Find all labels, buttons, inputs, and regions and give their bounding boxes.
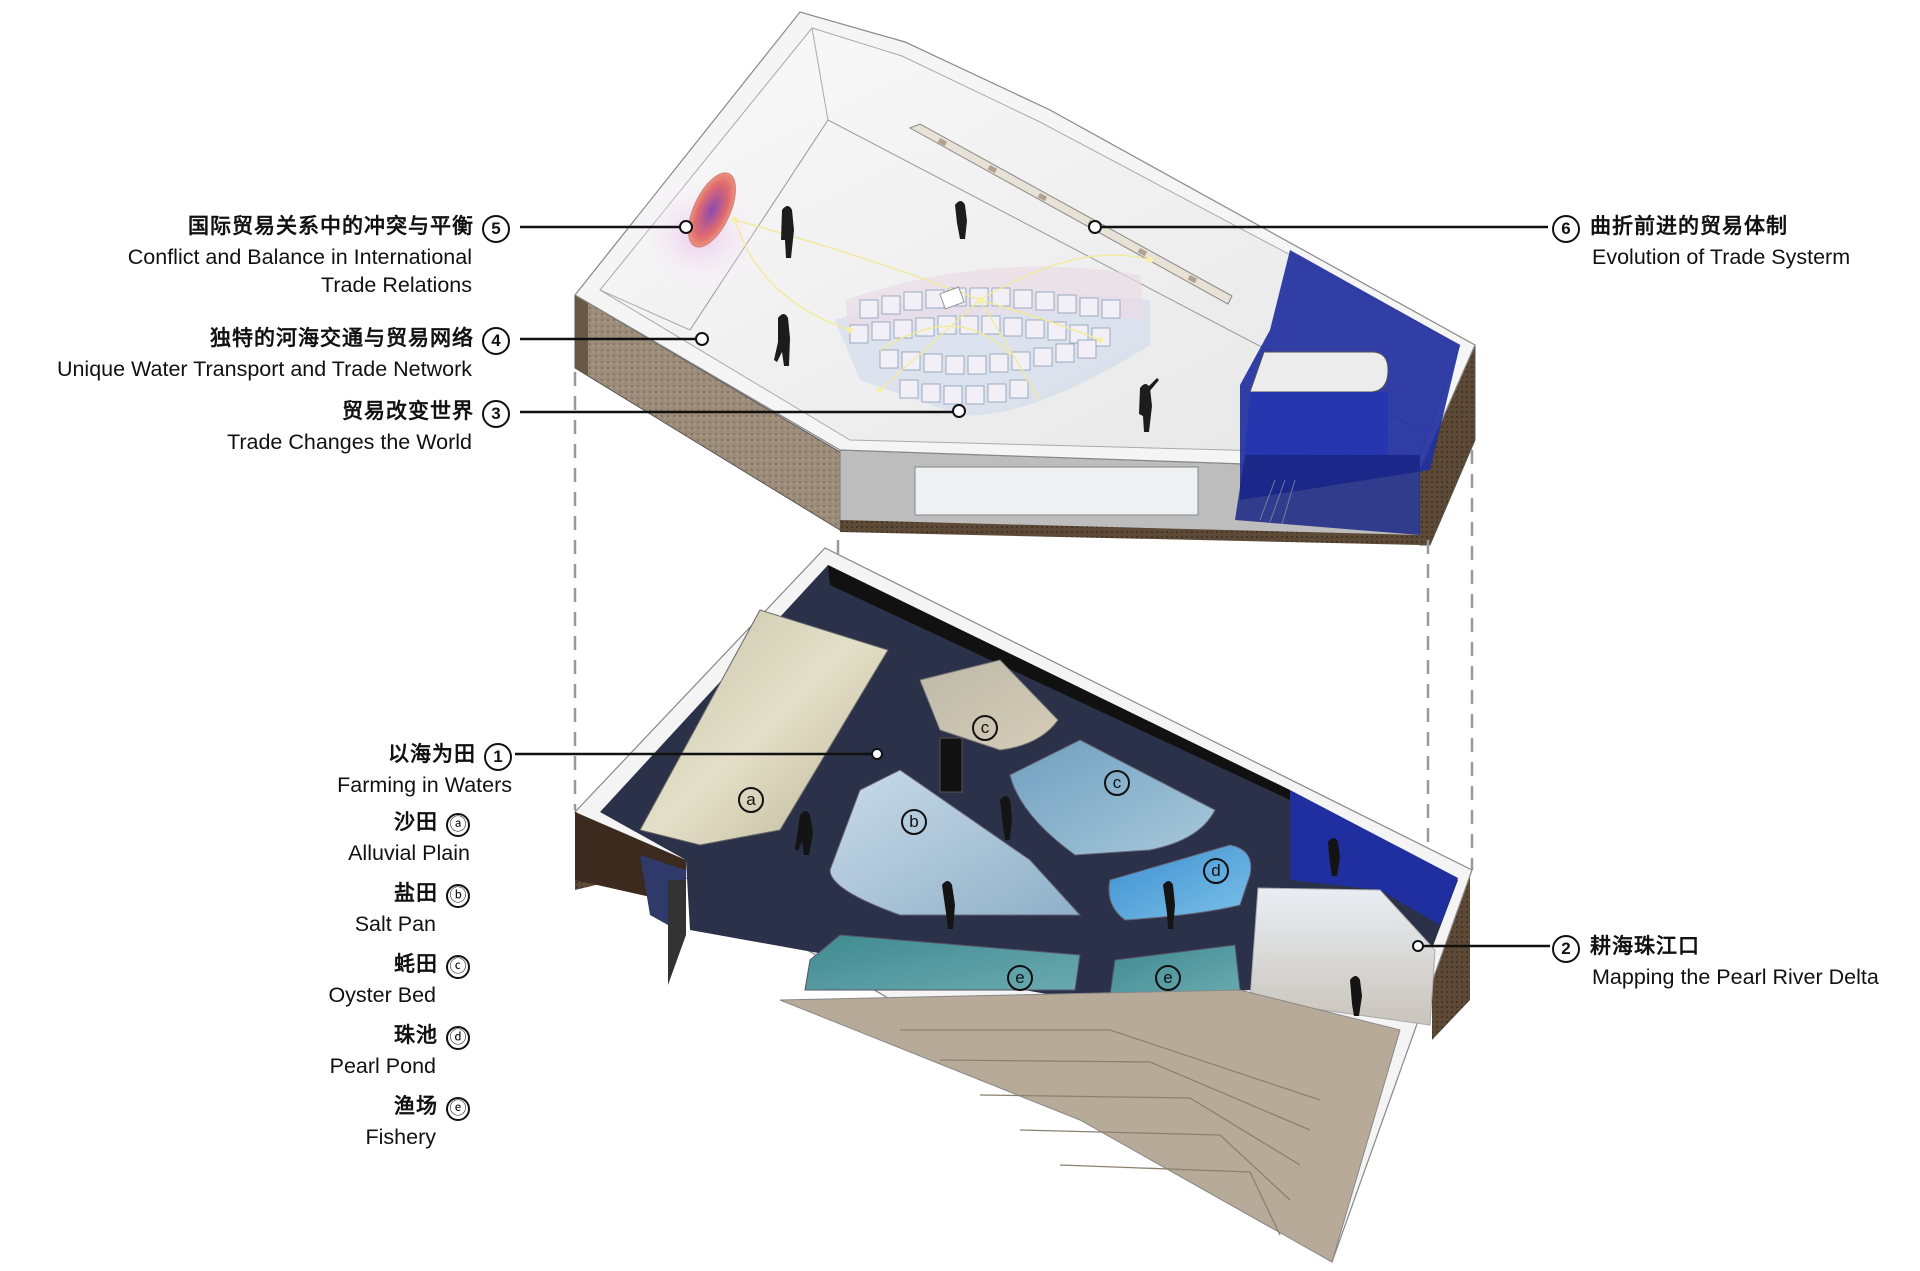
annotation-2-en: Mapping the Pearl River Delta <box>1592 965 1879 989</box>
annotation-5-zh: 国际贸易关系中的冲突与平衡 <box>188 214 474 238</box>
annotation-3: 贸易改变世界 3 Trade Changes the World <box>227 397 510 456</box>
legend-d-zh: 珠池 <box>394 1023 438 1047</box>
zone-tag-d: d <box>1203 858 1229 884</box>
marker-2-icon: 2 <box>1552 934 1580 963</box>
annotation-6-en: Evolution of Trade Systerm <box>1592 245 1851 269</box>
legend-e-en: Fishery <box>365 1125 436 1149</box>
marker-6-icon: 6 <box>1552 214 1580 243</box>
annotation-5: 国际贸易关系中的冲突与平衡 5 Conflict and Balance in I… <box>128 212 510 299</box>
annotation-4-zh: 独特的河海交通与贸易网络 <box>210 326 474 350</box>
marker-5-icon: 5 <box>482 214 510 243</box>
legend-a-marker-icon: ⓐ <box>446 812 470 837</box>
legend-a-zh: 沙田 <box>394 810 438 834</box>
annotation-5-en-1: Conflict and Balance in International <box>127 245 472 269</box>
display-cabinet-cluster <box>732 217 1153 416</box>
visitor-silhouettes-upper <box>774 201 1159 432</box>
annotation-1-en: Farming in Waters <box>337 773 512 797</box>
legend-b-marker-icon: ⓑ <box>446 883 470 908</box>
annotation-2: 2 耕海珠江口 Mapping the Pearl River Delta <box>1552 932 1879 991</box>
legend-a-en: Alluvial Plain <box>348 841 470 865</box>
annotation-6-zh: 曲折前进的贸易体制 <box>1590 214 1788 238</box>
blue-stair-zone-upper <box>1235 250 1460 535</box>
legend-c: 蚝田 ⓒ Oyster Bed <box>328 950 470 1009</box>
zone-tag-a: a <box>738 787 764 813</box>
legend-b-en: Salt Pan <box>354 912 436 936</box>
annotation-5-en-2: Trade Relations <box>321 273 472 297</box>
zone-alluvial-plain <box>639 609 889 846</box>
zone-tag-e-2: e <box>1155 965 1181 991</box>
annotation-2-zh: 耕海珠江口 <box>1590 934 1700 958</box>
upper-floor <box>574 11 1476 546</box>
legend-b: 盐田 ⓑ Salt Pan <box>355 879 470 938</box>
legend-e-zh: 渔场 <box>394 1094 438 1118</box>
legend-d: 珠池 ⓓ Pearl Pond <box>330 1021 470 1080</box>
zone-salt-pan <box>829 769 1082 916</box>
zone-oyster-bed-1 <box>919 659 1059 751</box>
legend-c-marker-icon: ⓒ <box>446 954 470 979</box>
legend-a: 沙田 ⓐ Alluvial Plain <box>348 808 470 867</box>
annotation-1-zh: 以海为田 <box>388 742 476 766</box>
visitor-silhouettes-lower <box>795 796 1362 1016</box>
annotation-3-zh: 贸易改变世界 <box>342 399 474 423</box>
zone-tag-c-2: c <box>1104 770 1130 796</box>
annotation-3-en: Trade Changes the World <box>227 430 472 454</box>
legend-e-marker-icon: ⓔ <box>446 1096 470 1121</box>
legend-d-marker-icon: ⓓ <box>446 1025 470 1050</box>
annotation-6: 6 曲折前进的贸易体制 Evolution of Trade Systerm <box>1552 212 1850 271</box>
lower-floor <box>574 547 1473 1263</box>
marker-4-icon: 4 <box>482 326 510 355</box>
annotation-1: 以海为田 1 Farming in Waters <box>337 740 512 799</box>
leader-lines <box>515 225 1550 948</box>
legend-b-zh: 盐田 <box>394 881 438 905</box>
legend-d-en: Pearl Pond <box>329 1054 436 1078</box>
zone-tag-b: b <box>901 809 927 835</box>
pearl-river-map-panel <box>1249 887 1436 1026</box>
marker-1-icon: 1 <box>484 742 512 771</box>
zone-tag-e-1: e <box>1007 965 1033 991</box>
leader-dots <box>679 220 1424 952</box>
annotation-4-en: Unique Water Transport and Trade Network <box>56 357 472 381</box>
legend-c-en: Oyster Bed <box>328 983 436 1007</box>
legend-c-zh: 蚝田 <box>394 952 438 976</box>
marker-3-icon: 3 <box>482 399 510 428</box>
annotation-4: 独特的河海交通与贸易网络 4 Unique Water Transport and… <box>57 324 510 383</box>
legend-e: 渔场 ⓔ Fishery <box>366 1092 470 1151</box>
zone-tag-c-1: c <box>972 715 998 741</box>
zone-oyster-bed-2 <box>1009 739 1216 856</box>
